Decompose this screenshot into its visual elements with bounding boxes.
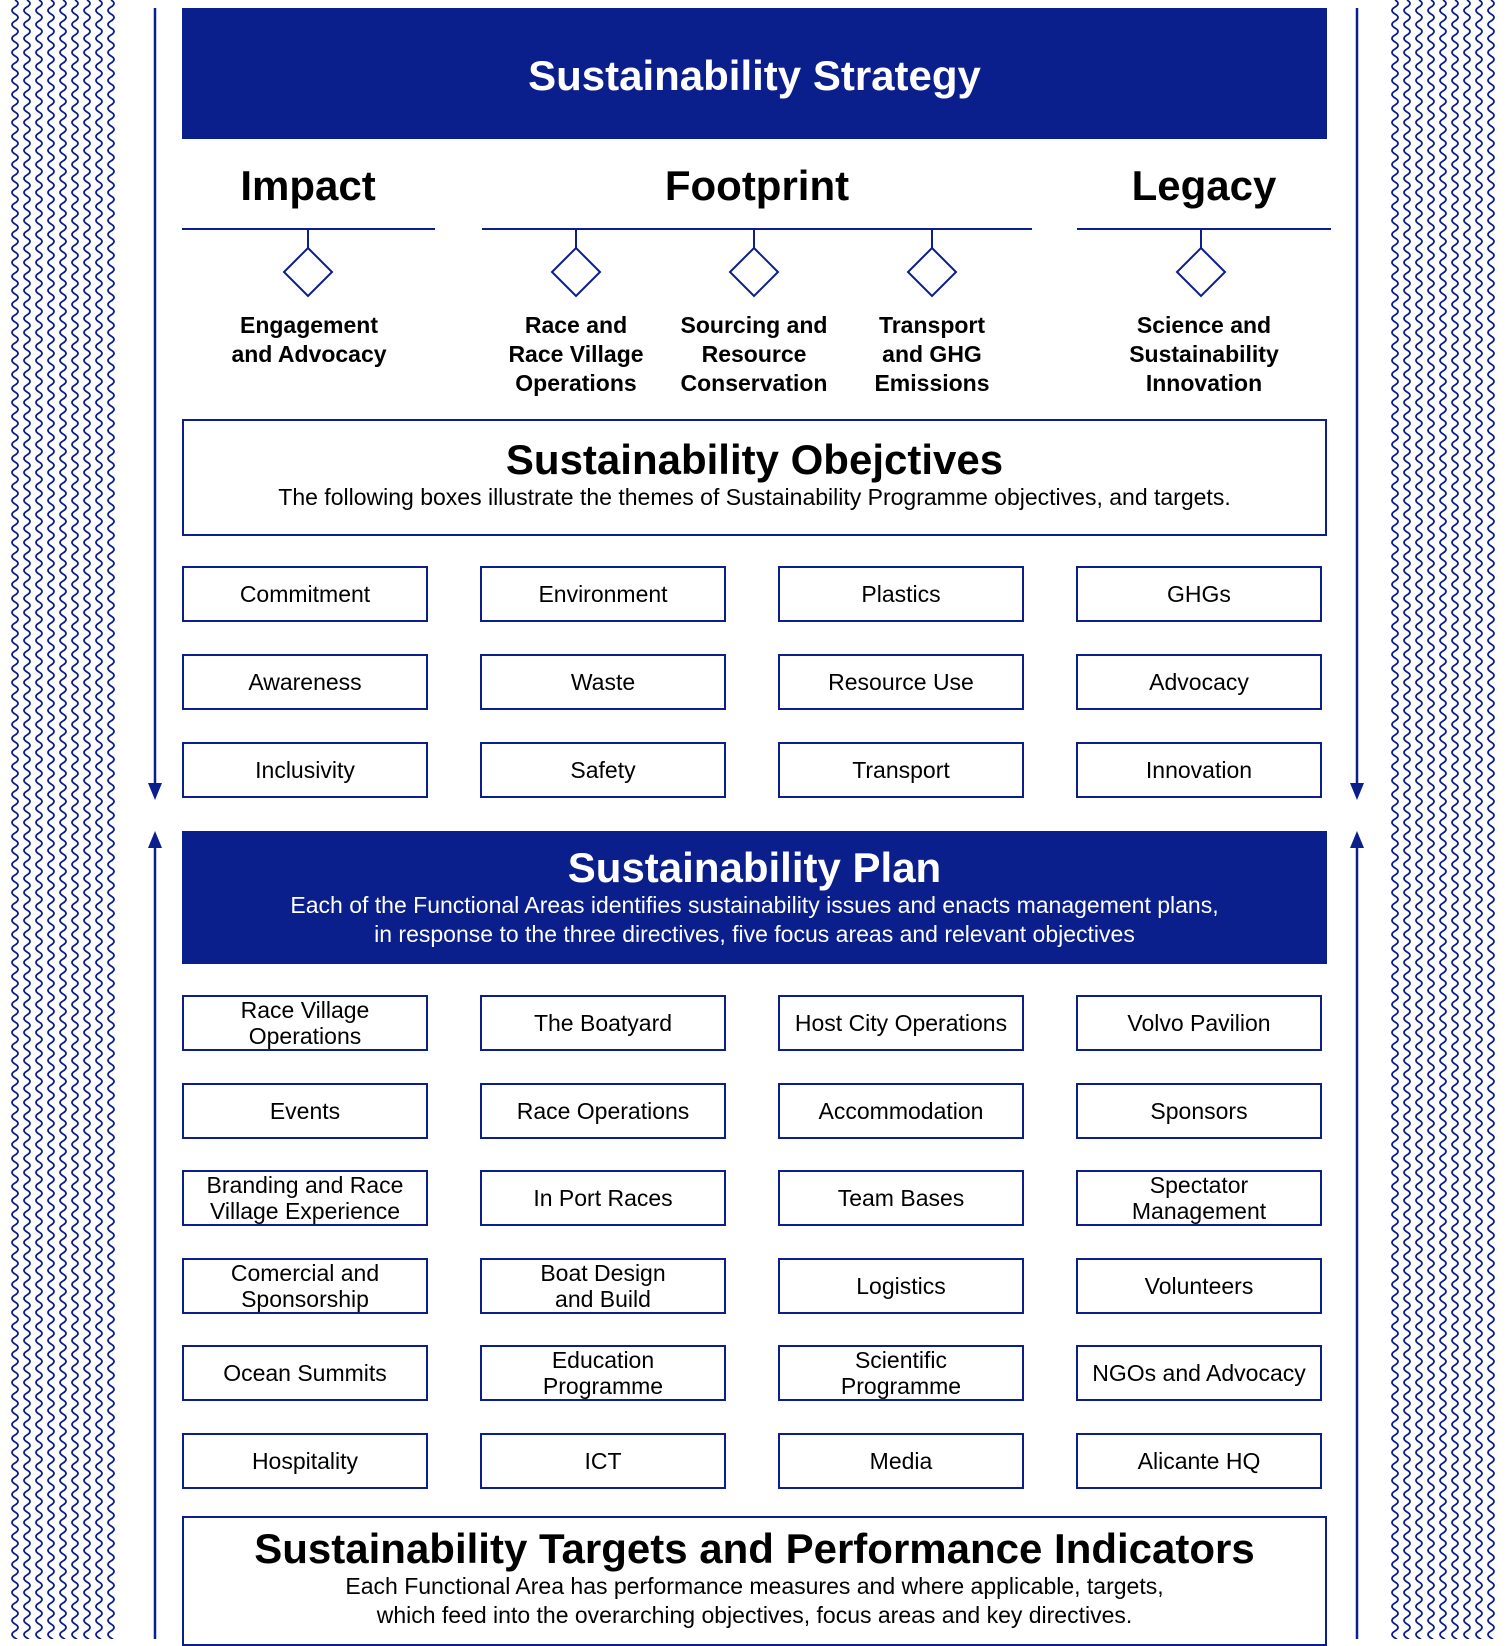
wave-line bbox=[71, 0, 79, 1639]
left-wave-pattern bbox=[11, 0, 115, 1639]
functional-area-box: Events bbox=[182, 1082, 428, 1139]
focus-race-operations: Race and Race Village Operations bbox=[508, 312, 644, 396]
functional-area-box: The Boatyard bbox=[480, 995, 726, 1051]
arrow-down-icon bbox=[1350, 783, 1364, 800]
arrow-up-icon bbox=[1350, 831, 1364, 848]
functional-area-box: Logistics bbox=[778, 1257, 1024, 1314]
arrow-up-icon bbox=[148, 831, 162, 848]
functional-area-box: ICT bbox=[480, 1432, 726, 1489]
functional-area-box: Host City Operations bbox=[778, 995, 1024, 1051]
diamond-icon bbox=[550, 246, 602, 298]
functional-area-box: Comercial and Sponsorship bbox=[182, 1257, 428, 1314]
objective-box: Advocacy bbox=[1076, 654, 1322, 710]
objective-box: Resource Use bbox=[778, 654, 1024, 710]
wave-line bbox=[11, 0, 19, 1639]
objective-box: Environment bbox=[480, 566, 726, 622]
pillar-legacy: Legacy bbox=[1131, 162, 1277, 209]
strategy-title: Sustainability Strategy bbox=[528, 52, 981, 99]
pillar-footprint: Footprint bbox=[664, 162, 850, 209]
targets-description-line1: Each Functional Area has performance mea… bbox=[345, 1573, 1164, 1599]
objectives-description: The following boxes illustrate the theme… bbox=[278, 484, 1231, 510]
focus-science: Science and Sustainability Innovation bbox=[1129, 312, 1279, 396]
wave-line bbox=[1487, 0, 1495, 1639]
objective-box: Safety bbox=[480, 742, 726, 798]
functional-area-box: Ocean Summits bbox=[182, 1345, 428, 1401]
wave-line bbox=[47, 0, 55, 1639]
wave-line bbox=[1439, 0, 1447, 1639]
functional-area-box: Race Operations bbox=[480, 1082, 726, 1139]
functional-area-box: In Port Races bbox=[480, 1170, 726, 1226]
functional-area-box: Accommodation bbox=[778, 1082, 1024, 1139]
wave-line bbox=[107, 0, 115, 1639]
functional-area-box: Branding and Race Village Experience bbox=[182, 1170, 428, 1226]
focus-sourcing: Sourcing and Resource Conservation bbox=[680, 312, 828, 396]
functional-area-box: Hospitality bbox=[182, 1432, 428, 1489]
objectives-title: Sustainability Obejctives bbox=[505, 436, 1004, 483]
diamond-icon bbox=[906, 246, 958, 298]
plan-description-line1: Each of the Functional Areas identifies … bbox=[290, 892, 1219, 918]
functional-area-box: Volvo Pavilion bbox=[1076, 995, 1322, 1051]
pillar-impact: Impact bbox=[240, 162, 376, 209]
functional-area-box: Sponsors bbox=[1076, 1082, 1322, 1139]
functional-area-box: Alicante HQ bbox=[1076, 1432, 1322, 1489]
wave-line bbox=[1475, 0, 1483, 1639]
functional-area-box: Team Bases bbox=[778, 1170, 1024, 1226]
wave-line bbox=[83, 0, 91, 1639]
wave-line bbox=[1391, 0, 1399, 1639]
objective-box: GHGs bbox=[1076, 566, 1322, 622]
objective-box: Plastics bbox=[778, 566, 1024, 622]
targets-description-line2: which feed into the overarching objectiv… bbox=[376, 1602, 1133, 1628]
wave-line bbox=[35, 0, 43, 1639]
plan-title: Sustainability Plan bbox=[567, 844, 942, 891]
functional-area-box: NGOs and Advocacy bbox=[1076, 1345, 1322, 1401]
pillar-impact-line bbox=[182, 228, 435, 230]
functional-area-box: Boat Design and Build bbox=[480, 1257, 726, 1314]
objective-box: Commitment bbox=[182, 566, 428, 622]
objective-box: Transport bbox=[778, 742, 1024, 798]
functional-area-box: Education Programme bbox=[480, 1345, 726, 1401]
plan-description-line2: in response to the three directives, fiv… bbox=[374, 921, 1135, 947]
diamond-icon bbox=[282, 246, 334, 298]
objective-box: Innovation bbox=[1076, 742, 1322, 798]
strategy-banner: Sustainability Strategy bbox=[182, 8, 1327, 139]
objectives-section: Sustainability Obejctives The following … bbox=[182, 419, 1327, 536]
focus-engagement: Engagement and Advocacy bbox=[231, 312, 387, 367]
functional-area-box: Spectator Management bbox=[1076, 1170, 1322, 1226]
wave-line bbox=[1427, 0, 1435, 1639]
wave-line bbox=[1415, 0, 1423, 1639]
functional-area-box: Scientific Programme bbox=[778, 1345, 1024, 1401]
wave-line bbox=[59, 0, 67, 1639]
functional-area-box: Media bbox=[778, 1432, 1024, 1489]
diamond-icon bbox=[728, 246, 780, 298]
arrow-down-icon bbox=[148, 783, 162, 800]
functional-area-box: Volunteers bbox=[1076, 1257, 1322, 1314]
wave-line bbox=[23, 0, 31, 1639]
wave-line bbox=[1463, 0, 1471, 1639]
focus-transport: Transport and GHG Emissions bbox=[874, 312, 990, 396]
right-wave-pattern bbox=[1391, 0, 1495, 1639]
diamond-icon bbox=[1175, 246, 1227, 298]
functional-area-box: Race Village Operations bbox=[182, 995, 428, 1051]
plan-banner: Sustainability Plan Each of the Function… bbox=[182, 831, 1327, 964]
pillar-legacy-line bbox=[1077, 228, 1331, 230]
wave-line bbox=[1451, 0, 1459, 1639]
pillar-footprint-line bbox=[482, 228, 1032, 230]
focus-diamonds bbox=[282, 228, 1227, 298]
wave-line bbox=[1403, 0, 1411, 1639]
objective-box: Inclusivity bbox=[182, 742, 428, 798]
targets-section: Sustainability Targets and Performance I… bbox=[182, 1516, 1327, 1646]
wave-line bbox=[95, 0, 103, 1639]
objective-box: Waste bbox=[480, 654, 726, 710]
objective-box: Awareness bbox=[182, 654, 428, 710]
targets-title: Sustainability Targets and Performance I… bbox=[254, 1525, 1255, 1572]
